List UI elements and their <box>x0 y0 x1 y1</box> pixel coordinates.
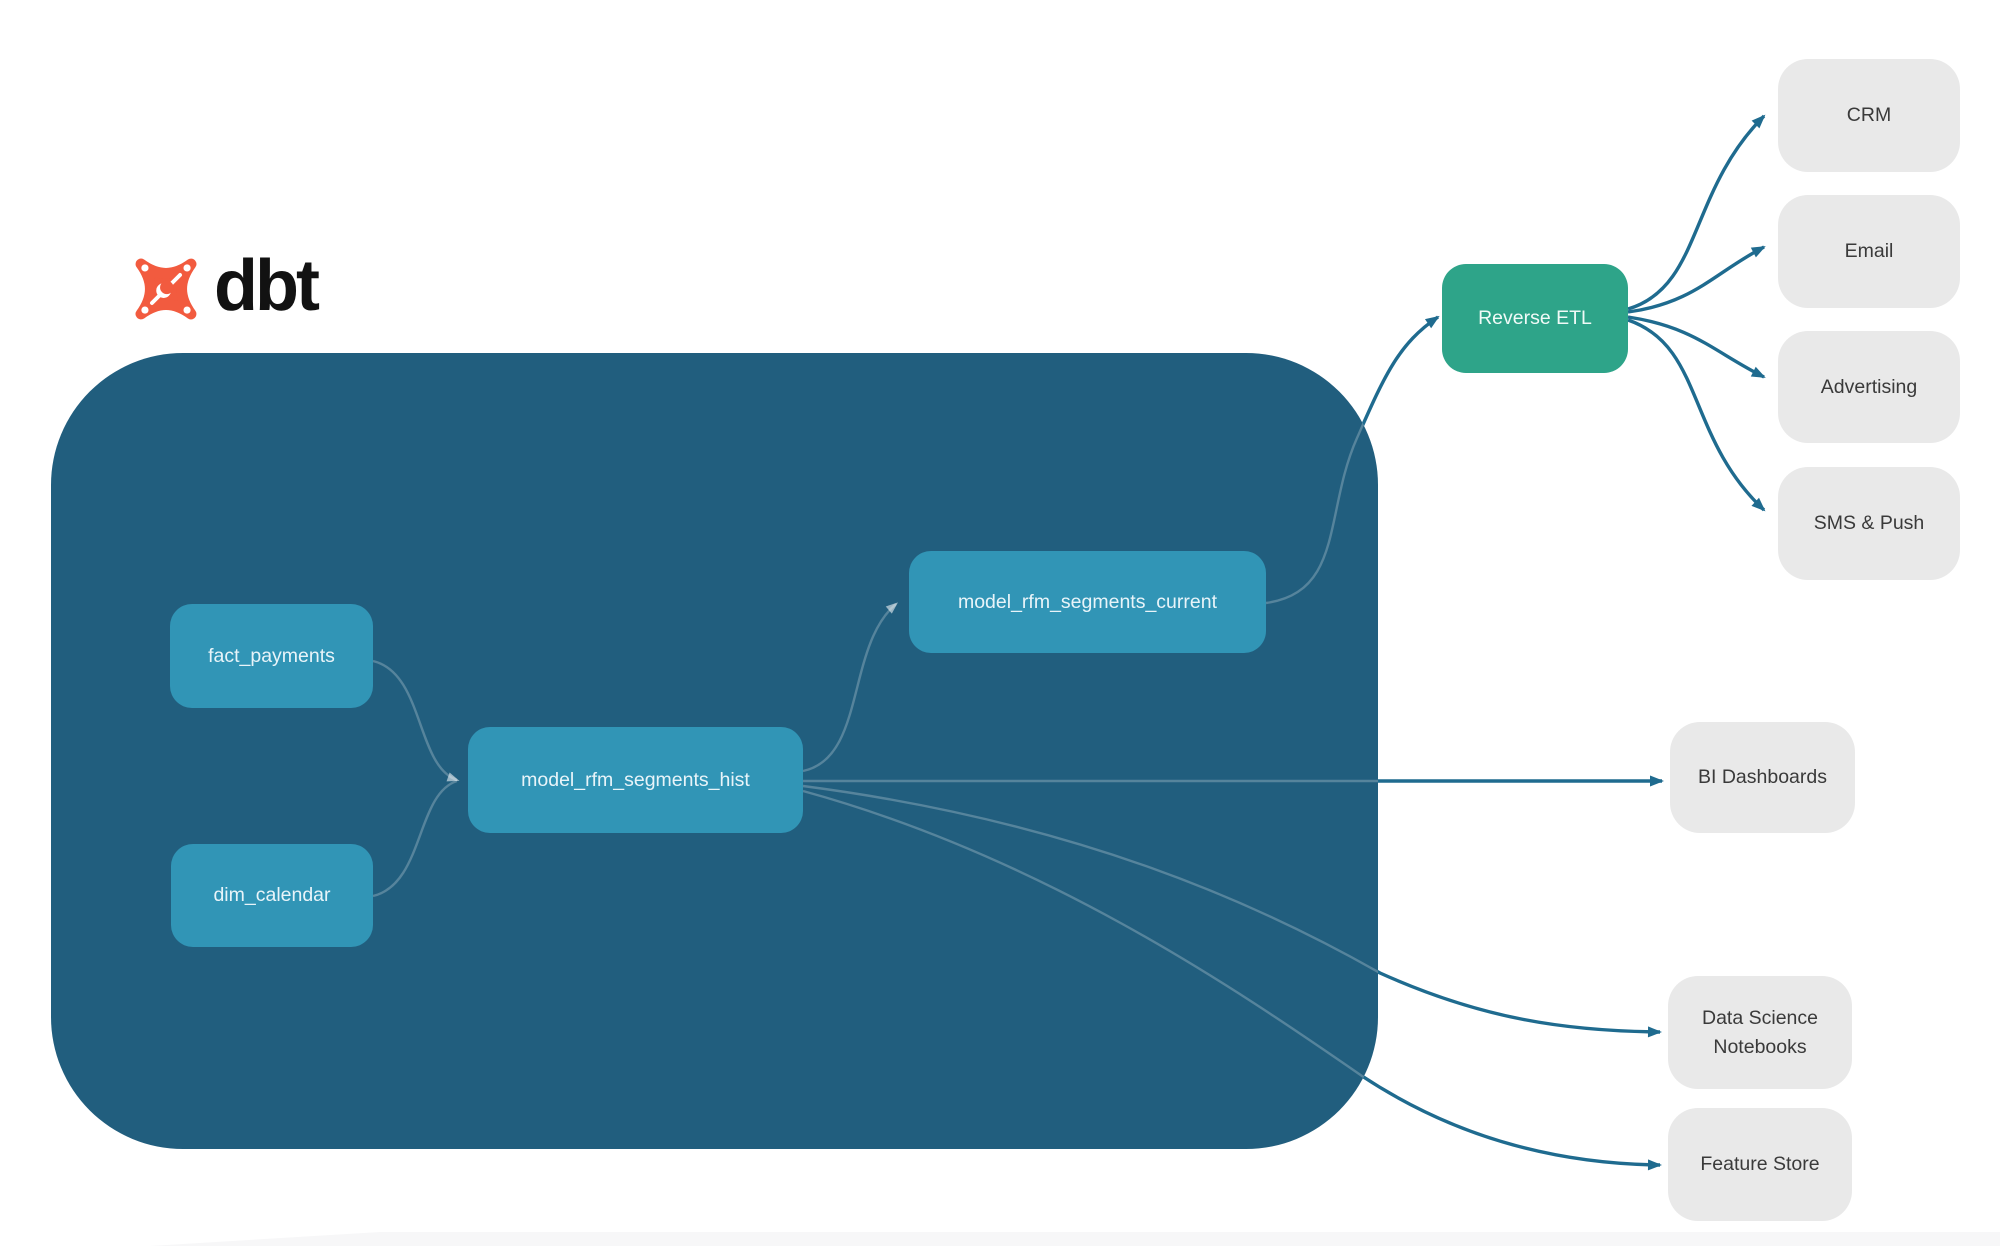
node-sms-push: SMS & Push <box>1778 467 1960 580</box>
edge-hist-to-current <box>802 602 898 773</box>
edge-current-to-reverse-etl <box>1265 315 1440 605</box>
node-model-rfm-segments-hist: model_rfm_segments_hist <box>468 727 803 833</box>
node-data-science-notebooks: Data Science Notebooks <box>1668 976 1852 1089</box>
edge-hist-to-notebooks-inside <box>802 784 1378 1034</box>
edge-hist-to-feature-store-inside <box>802 789 1378 1149</box>
edge-reverse-etl-to-sms-push <box>1627 318 1766 512</box>
node-crm: CRM <box>1778 59 1960 172</box>
edge-reverse-etl-to-email <box>1627 245 1766 314</box>
node-model-rfm-segments-current: model_rfm_segments_current <box>909 551 1266 653</box>
bottom-edge-band <box>150 1232 2000 1246</box>
node-advertising: Advertising <box>1778 331 1960 443</box>
edge-reverse-etl-to-advertising <box>1627 315 1766 379</box>
node-fact-payments: fact_payments <box>170 604 373 708</box>
dbt-logo-text: dbt <box>214 246 320 326</box>
edge-reverse-etl-to-crm <box>1627 114 1766 311</box>
node-feature-store: Feature Store <box>1668 1108 1852 1221</box>
edge-hist-to-feature-store <box>802 789 1662 1171</box>
edge-hist-to-data-science-notebooks <box>802 784 1662 1038</box>
edge-current-to-reverse-etl-inside <box>1265 353 1378 605</box>
edge-dim-calendar-to-hist <box>372 779 458 898</box>
node-dim-calendar: dim_calendar <box>171 844 373 947</box>
dbt-logo-icon <box>135 258 197 320</box>
node-reverse-etl: Reverse ETL <box>1442 264 1628 373</box>
dbt-logo: dbt <box>126 246 320 328</box>
node-email: Email <box>1778 195 1960 308</box>
node-bi-dashboards: BI Dashboards <box>1670 722 1855 833</box>
edge-fact-payments-to-hist <box>372 659 460 782</box>
